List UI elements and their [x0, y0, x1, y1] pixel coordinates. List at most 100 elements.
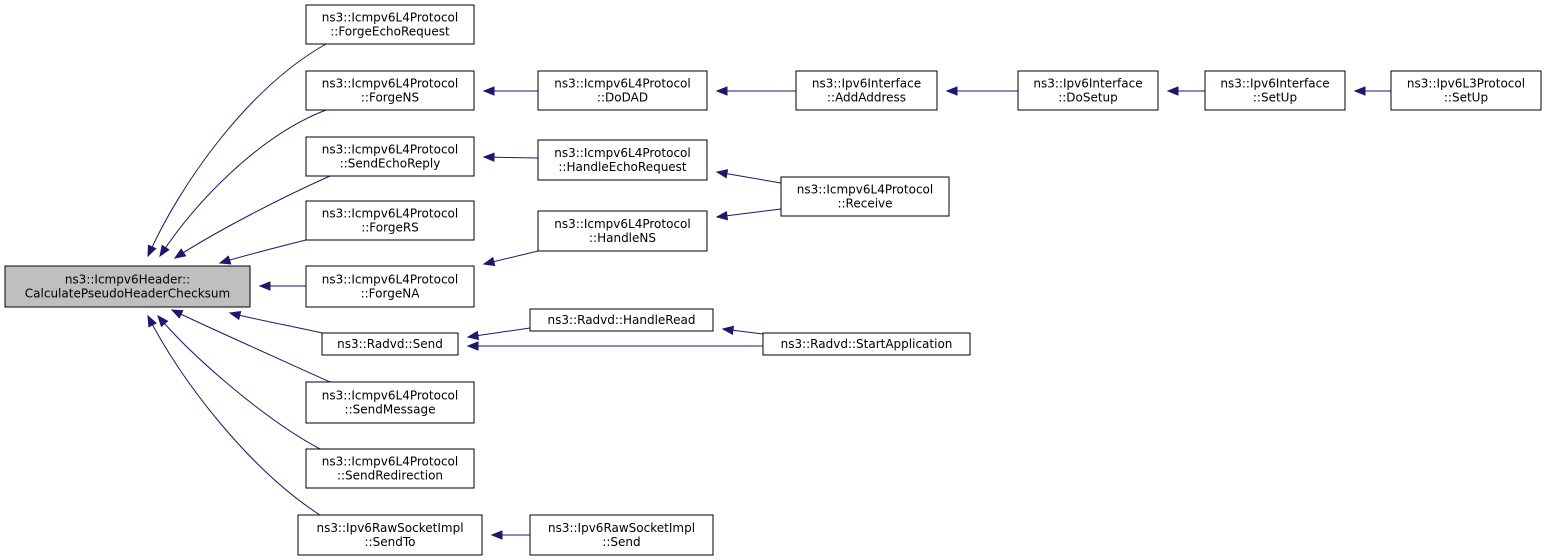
node-label-line: ns3::Icmpv6L4Protocol	[322, 11, 458, 25]
arrowhead-icon	[945, 86, 958, 96]
node-label-line: ::HandleEchoRequest	[558, 160, 687, 174]
edge-forge-rs-to-root	[219, 239, 307, 264]
arrowhead-icon	[147, 314, 157, 328]
node-add-address[interactable]: ns3::Ipv6Interface::AddAddress	[795, 70, 938, 111]
edge-receive-to-handle-echo-request	[716, 171, 782, 184]
arrowhead-icon	[159, 244, 170, 258]
arrowhead-icon	[258, 281, 271, 291]
node-forge-rs[interactable]: ns3::Icmpv6L4Protocol::ForgeRS	[305, 200, 475, 241]
arrowhead-icon	[715, 86, 728, 96]
node-label-line: ns3::Ipv6RawSocketImpl	[548, 521, 695, 535]
node-l3-set-up[interactable]: ns3::Ipv6L3Protocol::SetUp	[1390, 70, 1542, 111]
node-label-line: ns3::Ipv6Interface	[1033, 77, 1142, 91]
node-box	[305, 70, 475, 111]
arrowhead-icon	[482, 86, 495, 96]
edge-forge-echo-request-to-root	[147, 43, 327, 257]
node-handle-ns[interactable]: ns3::Icmpv6L4Protocol::HandleNS	[537, 210, 708, 252]
node-box	[1390, 70, 1542, 111]
arrowhead-icon	[482, 152, 495, 162]
node-label-line: ns3::Icmpv6L4Protocol	[554, 217, 690, 231]
node-label-line: ns3::Icmpv6L4Protocol	[322, 207, 458, 221]
node-forge-na[interactable]: ns3::Icmpv6L4Protocol::ForgeNA	[305, 265, 475, 308]
node-box	[780, 176, 950, 217]
arrowhead-icon	[466, 341, 479, 351]
arrowhead-icon	[147, 244, 157, 258]
node-send-redirection[interactable]: ns3::Icmpv6L4Protocol::SendRedirection	[305, 448, 475, 489]
node-send-echo-reply[interactable]: ns3::Icmpv6L4Protocol::SendEchoReply	[305, 136, 475, 177]
node-label-line: ns3::Icmpv6L4Protocol	[322, 143, 458, 157]
node-label-line: ::HandleNS	[589, 231, 656, 245]
node-box	[1017, 70, 1159, 111]
node-label-line: ns3::Ipv6Interface	[812, 77, 921, 91]
node-box	[305, 4, 475, 45]
node-box	[305, 381, 475, 424]
arrowhead-icon	[170, 309, 184, 319]
edge-send-redirection-to-root	[157, 315, 321, 450]
arrowhead-icon	[173, 248, 187, 259]
node-label-line: ::DoSetup	[1058, 91, 1118, 105]
node-box	[305, 200, 475, 241]
node-label-line: ::ForgeEchoRequest	[330, 25, 450, 39]
node-box	[537, 70, 708, 111]
node-raw-send[interactable]: ns3::Ipv6RawSocketImpl::Send	[529, 514, 714, 556]
edge-send-echo-reply-to-root	[174, 175, 331, 259]
node-box	[4, 265, 251, 308]
node-raw-send-to[interactable]: ns3::Ipv6RawSocketImpl::SendTo	[297, 514, 483, 556]
arrowhead-icon	[1353, 86, 1366, 96]
arrowhead-icon	[1166, 86, 1179, 96]
node-box	[537, 210, 708, 252]
edges-layer	[147, 43, 1391, 540]
edge-receive-to-handle-ns	[716, 208, 782, 218]
node-box	[762, 332, 971, 356]
node-label-line: ::SendEchoReply	[340, 157, 441, 171]
node-receive[interactable]: ns3::Icmpv6L4Protocol::Receive	[780, 176, 950, 217]
arrowhead-icon	[218, 255, 232, 265]
node-label-line: ns3::Icmpv6L4Protocol	[322, 273, 458, 287]
arrowhead-icon	[721, 325, 735, 336]
node-box	[321, 332, 459, 356]
node-start-application[interactable]: ns3::Radvd::StartApplication	[762, 332, 971, 356]
node-forge-ns[interactable]: ns3::Icmpv6L4Protocol::ForgeNS	[305, 70, 475, 111]
node-if-set-up[interactable]: ns3::Ipv6Interface::SetUp	[1204, 70, 1346, 111]
node-label-line: ::ForgeNA	[361, 287, 421, 301]
node-label-line: ::SetUp	[1253, 91, 1297, 105]
node-do-dad[interactable]: ns3::Icmpv6L4Protocol::DoDAD	[537, 70, 708, 111]
node-label-line: ns3::Icmpv6L4Protocol	[797, 183, 933, 197]
node-label-line: ns3::Radvd::StartApplication	[781, 337, 953, 351]
arrowhead-icon	[490, 530, 503, 540]
edge-raw-send-to-to-root	[147, 315, 321, 516]
node-forge-echo-request[interactable]: ns3::Icmpv6L4Protocol::ForgeEchoRequest	[305, 4, 475, 45]
node-label-line: ns3::Icmpv6L4Protocol	[322, 455, 458, 469]
node-label-line: ns3::Icmpv6L4Protocol	[322, 77, 458, 91]
node-box	[305, 136, 475, 177]
edge-send-message-to-root	[171, 309, 331, 383]
node-box	[537, 139, 708, 181]
node-radvd-send[interactable]: ns3::Radvd::Send	[321, 332, 459, 356]
node-label-line: ::SendTo	[365, 535, 416, 549]
node-root[interactable]: ns3::Icmpv6Header::CalculatePseudoHeader…	[4, 265, 251, 308]
edge-radvd-send-to-root	[229, 312, 323, 334]
node-label-line: ns3::Ipv6L3Protocol	[1407, 77, 1525, 91]
arrowhead-icon	[715, 210, 729, 221]
node-label-line: ::DoDAD	[597, 91, 648, 105]
node-send-message[interactable]: ns3::Icmpv6L4Protocol::SendMessage	[305, 381, 475, 424]
node-box	[795, 70, 938, 111]
node-handle-echo-request[interactable]: ns3::Icmpv6L4Protocol::HandleEchoRequest	[537, 139, 708, 181]
node-label-line: ::SendRedirection	[337, 469, 443, 483]
node-radvd-handle-read[interactable]: ns3::Radvd::HandleRead	[529, 308, 714, 332]
node-label-line: ::SetUp	[1444, 91, 1488, 105]
node-box	[529, 308, 714, 332]
node-do-setup[interactable]: ns3::Ipv6Interface::DoSetup	[1017, 70, 1159, 111]
node-label-line: ns3::Ipv6Interface	[1220, 77, 1329, 91]
arrowhead-icon	[482, 256, 496, 267]
arrowhead-icon	[228, 310, 242, 321]
arrowhead-icon	[466, 330, 480, 341]
node-label-line: ns3::Ipv6RawSocketImpl	[316, 521, 463, 535]
node-label-line: ::ForgeRS	[361, 221, 419, 235]
node-label-line: CalculatePseudoHeaderChecksum	[25, 287, 230, 301]
node-label-line: ::SendMessage	[345, 403, 436, 417]
node-label-line: ns3::Icmpv6L4Protocol	[322, 389, 458, 403]
edge-forge-ns-to-root	[159, 109, 327, 257]
node-box	[529, 514, 714, 556]
